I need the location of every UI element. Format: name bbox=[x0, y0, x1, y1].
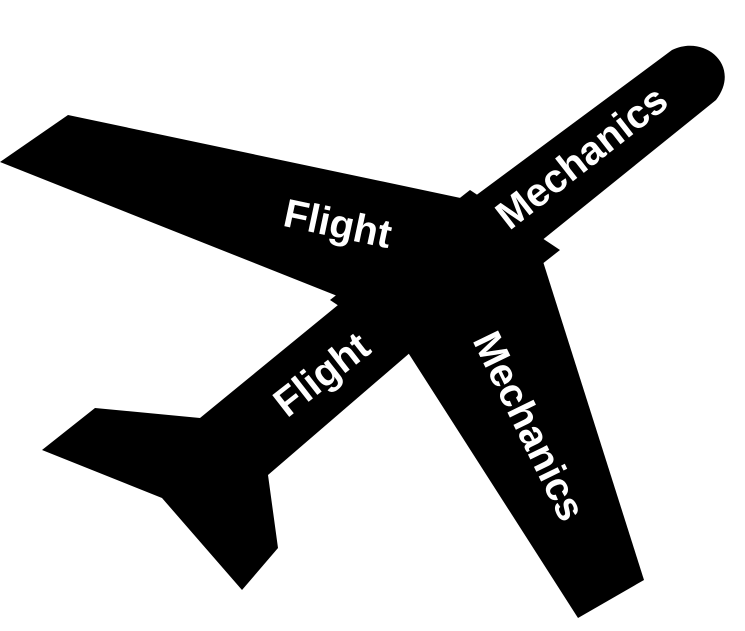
fuselage-label-mechanics: Mechanics bbox=[488, 77, 676, 238]
right-wing-shape bbox=[400, 240, 644, 618]
fuselage-hub-shape bbox=[330, 190, 560, 360]
